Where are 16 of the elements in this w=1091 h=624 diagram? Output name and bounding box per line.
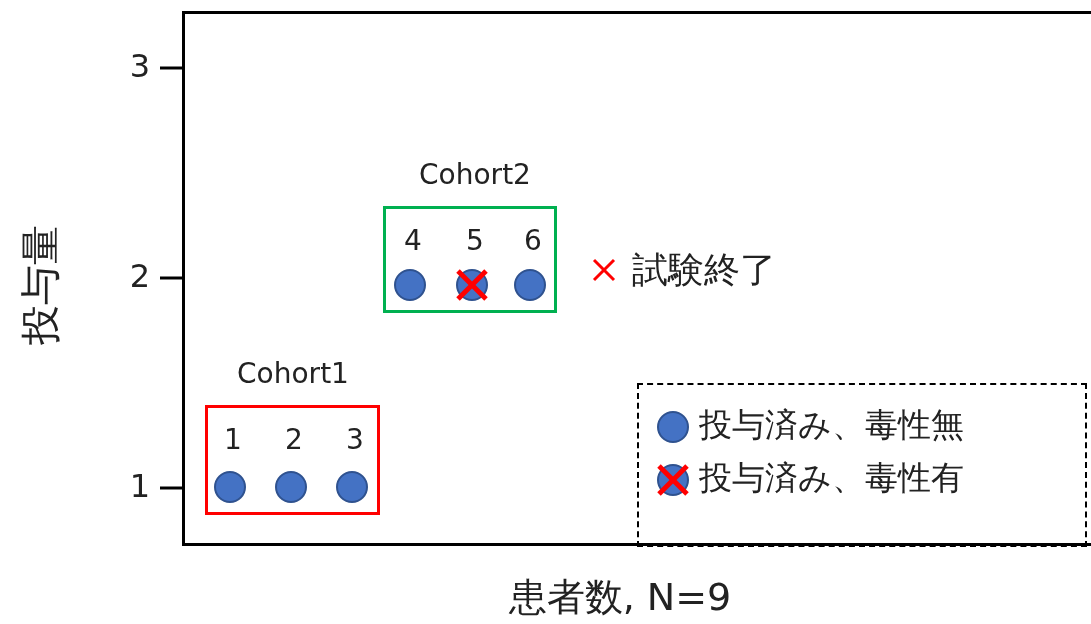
axis-title: 投与量	[20, 224, 60, 347]
patient-number: 1	[223, 426, 243, 454]
tick-label: 3	[128, 50, 150, 82]
end-note: 試験終了	[632, 252, 776, 288]
tick-label: 1	[128, 470, 150, 502]
patient-number: 5	[465, 227, 485, 255]
cohort-label: Cohort1	[236, 360, 350, 388]
patient-number: 2	[284, 426, 304, 454]
patient-number: 6	[523, 227, 543, 255]
legend-text: 投与済み、毒性無	[699, 408, 964, 441]
legend-text: 投与済み、毒性有	[699, 461, 964, 494]
axis-title: 患者数, N=9	[507, 578, 733, 616]
cohort-label: Cohort2	[418, 161, 532, 189]
tick-label: 2	[128, 260, 150, 292]
patient-number: 3	[345, 426, 365, 454]
patient-number: 4	[403, 227, 423, 255]
